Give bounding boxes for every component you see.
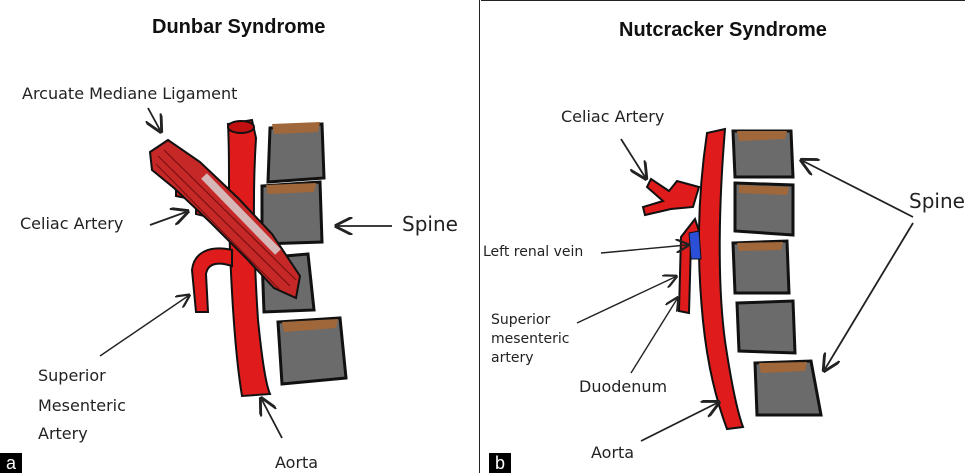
celiac-label-b: Celiac Artery (561, 107, 664, 127)
spine-vertebrae-b (733, 131, 821, 415)
spine-arrow-b2 (825, 223, 913, 369)
nutcracker-diagram (481, 1, 965, 474)
spine-label: Spine (402, 214, 458, 234)
spine-label-b: Spine (909, 191, 965, 211)
panel-b-tag: b (489, 453, 511, 473)
sma-label-3: Artery (38, 424, 88, 444)
sma-arrow (100, 296, 188, 356)
sma-label-2: Mesenteric (38, 396, 126, 416)
aorta-label: Aorta (275, 453, 318, 473)
celiac-arrow-b (621, 139, 645, 177)
renal-arrow (601, 245, 687, 253)
sma-arrow-b (577, 277, 675, 323)
aorta-arrow-b (641, 403, 717, 441)
sma-label-b-1: Superior (491, 311, 550, 329)
panel-nutcracker: Nutcracker Syndrome (481, 0, 965, 473)
renal-label: Left renal vein (483, 243, 583, 261)
panel-dunbar: Dunbar Syndrome (0, 0, 480, 473)
panel-a-tag: a (0, 453, 22, 473)
sma-label-b-3: artery (491, 349, 533, 367)
spine-arrow-b1 (803, 161, 913, 217)
duodenum-label: Duodenum (579, 377, 667, 397)
celiac-artery-b (643, 179, 699, 215)
arcuate-arrow (148, 108, 160, 130)
aorta-arrow (262, 400, 282, 438)
aorta-label-b: Aorta (591, 443, 634, 463)
celiac-label: Celiac Artery (20, 214, 123, 234)
duodenum-arrow (631, 299, 677, 373)
sma-label-b-2: mesenteric (491, 330, 569, 348)
sma-label-1: Superior (38, 366, 106, 386)
celiac-arrow (150, 212, 186, 225)
arcuate-label: Arcuate Mediane Ligament (22, 84, 237, 104)
superior-mesenteric-artery (192, 248, 232, 312)
left-renal-vein (689, 231, 701, 259)
